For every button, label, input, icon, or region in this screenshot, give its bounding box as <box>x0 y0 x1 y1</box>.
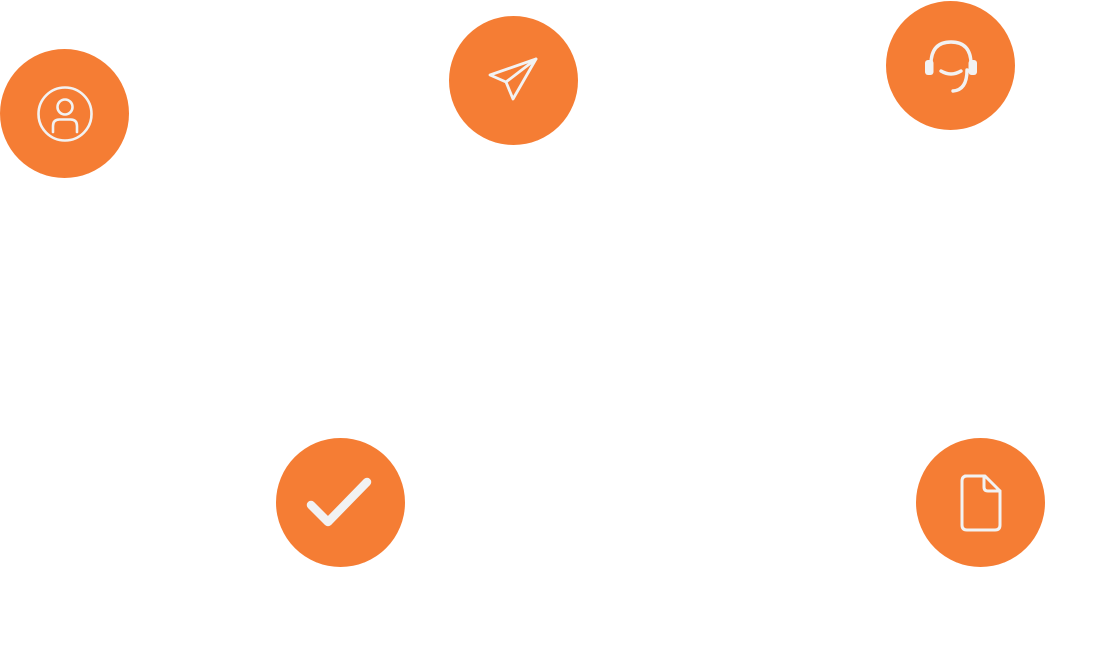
support-button[interactable] <box>886 1 1015 130</box>
user-circle-icon <box>36 85 93 142</box>
headset-icon <box>924 39 977 93</box>
user-circle-button[interactable] <box>0 49 129 178</box>
send-button[interactable] <box>449 16 578 145</box>
document-button[interactable] <box>916 438 1045 567</box>
paper-plane-icon <box>488 57 537 100</box>
document-icon <box>960 474 1001 531</box>
confirm-button[interactable] <box>276 438 405 567</box>
checkmark-icon <box>306 477 371 526</box>
